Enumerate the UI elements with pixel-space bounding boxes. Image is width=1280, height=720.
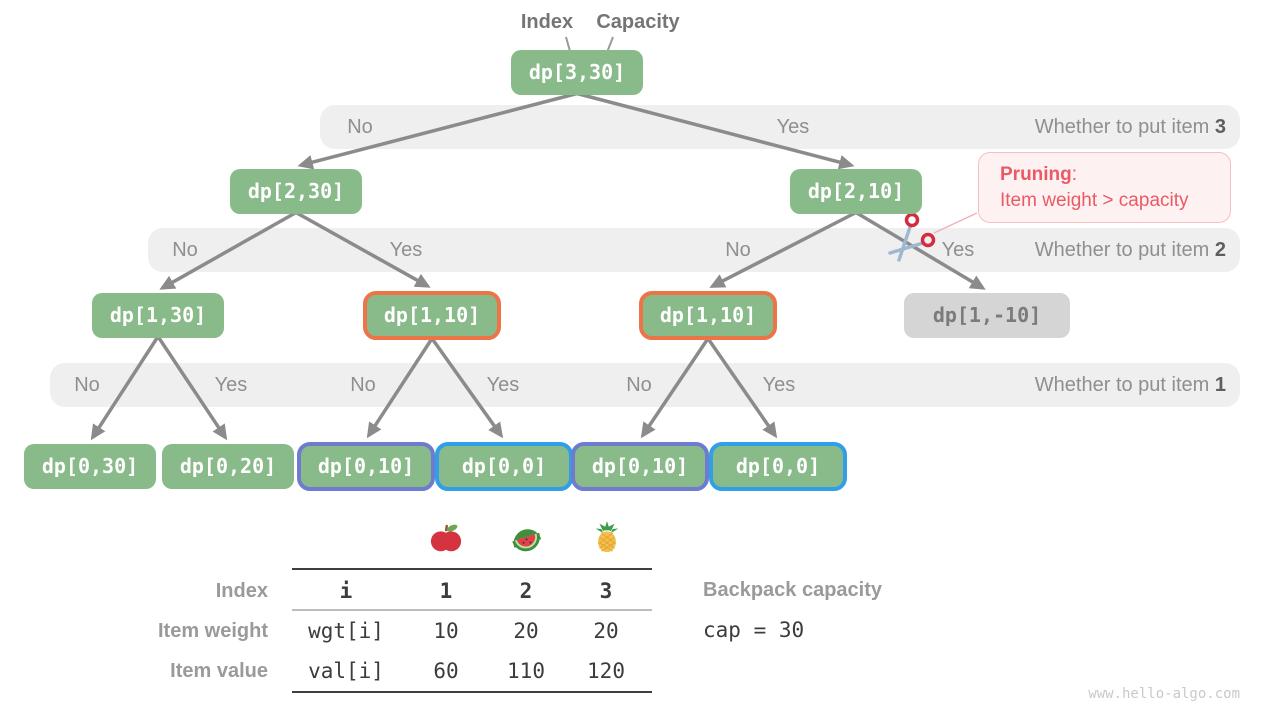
edge-arrow [297,91,578,170]
table-cell: 10 [433,619,459,643]
branch-label-yes: Yes [776,116,810,138]
branch-label-yes: Yes [214,374,248,396]
table-bottom-rule [292,691,652,693]
branch-label-no: No [350,374,376,396]
table-cell: 20 [513,619,539,643]
decision-band-item-1: No Yes No Yes No Yes Whether to put item 1 [50,363,1240,407]
node-dp-0-0: dp[0,0] [709,441,847,491]
table-cell: 110 [507,659,545,683]
pruning-title: Pruning [1000,164,1072,185]
node-dp-0-30: dp[0,30] [24,443,156,489]
branch-label-no: No [74,374,100,396]
pruning-callout: Pruning: Item weight > capacity [978,152,1231,223]
node-dp-2-30: dp[2,30] [230,168,362,214]
branch-label-yes: Yes [486,374,520,396]
band-caption: Whether to put item 3 [1034,116,1226,138]
edge-arrow [295,210,431,288]
table-header-cell: 2 [519,579,533,603]
table-row-label: Index [215,580,268,602]
band-caption: Whether to put item 2 [1034,239,1226,261]
band-caption: Whether to put item 1 [1034,374,1226,396]
node-dp-0-10: dp[0,10] [571,441,709,491]
table-row-label: Item weight [157,620,268,642]
table-header-cell: 1 [439,579,453,603]
apple-icon [429,521,463,555]
table-header-cell: 3 [599,579,613,603]
table-cell: 20 [593,619,619,643]
table-mid-rule [292,609,652,611]
backpack-capacity-label: Backpack capacity [703,579,883,601]
node-dp-1-10: dp[1,10] [363,290,501,340]
decision-band-item-2: No Yes No Yes Whether to put item 2 [148,228,1240,272]
node-dp-0-10: dp[0,10] [297,441,435,491]
edge-arrow [159,210,297,290]
capacity-pointer-label: Capacity [596,11,680,33]
edge-arrow [576,91,855,170]
edge-arrow [855,210,986,290]
node-dp-0-0: dp[0,0] [435,441,573,491]
table-top-rule [292,568,652,570]
node-dp-1--10: dp[1,-10] [904,292,1070,338]
edge-arrow [366,337,434,439]
backpack-capacity-value: cap = 30 [703,618,805,642]
table-cell: 120 [587,659,625,683]
node-dp-1-10: dp[1,10] [639,290,777,340]
branch-label-yes: Yes [389,239,423,261]
table-header-cell: i [339,579,353,603]
edge-arrow [430,337,504,439]
table-cell: val[i] [308,659,384,683]
branch-label-yes: Yes [762,374,796,396]
branch-label-no: No [626,374,652,396]
edge-arrow [156,335,228,441]
scissors-icon [888,212,936,262]
edge-arrow [709,210,857,288]
watermark: www.hello-algo.com [1088,686,1240,702]
table-cell: 60 [433,659,459,683]
pruning-separator: : [1071,164,1078,185]
watermelon-icon [509,521,543,555]
node-dp-0-20: dp[0,20] [162,443,294,489]
index-pointer-label: Index [520,11,574,33]
edge-arrow [706,337,778,439]
edge-arrow [640,337,710,439]
table-cell: wgt[i] [308,619,384,643]
branch-label-yes: Yes [941,239,975,261]
decision-band-item-3: No Yes Whether to put item 3 [320,105,1240,149]
edge-arrow [90,335,160,441]
pruning-connector-line [933,212,978,234]
node-dp-2-10: dp[2,10] [790,168,922,214]
pineapple-icon [590,520,624,554]
pruning-description: Item weight > capacity [1000,190,1189,211]
node-dp-1-30: dp[1,30] [92,292,224,338]
branch-label-no: No [725,239,751,261]
branch-label-no: No [172,239,198,261]
table-row-label: Item value [170,660,268,682]
branch-label-no: No [347,116,373,138]
node-dp-3-30: dp[3,30] [511,49,643,95]
